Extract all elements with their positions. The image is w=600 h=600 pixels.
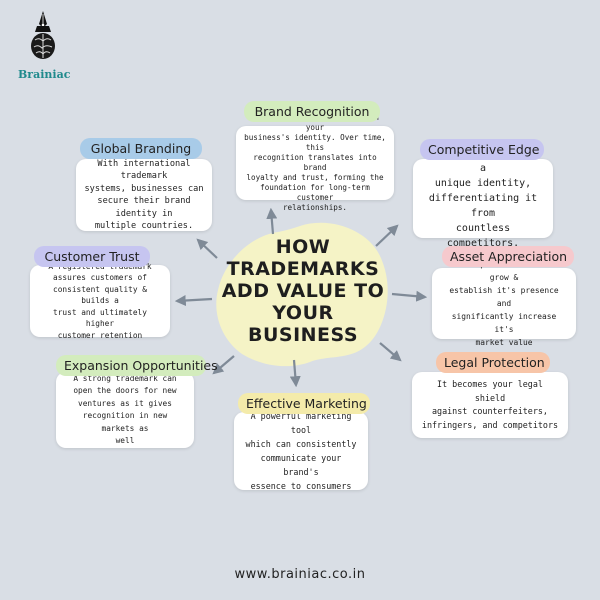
legal-protection-card: It becomes your legal shield against cou… <box>412 372 568 438</box>
title-line: HOW <box>275 236 331 258</box>
card-line: foundation for long-term customer <box>260 183 370 202</box>
card-line: essence to consumers <box>250 481 352 491</box>
title-line: YOUR <box>272 302 334 324</box>
card-line: market value <box>475 338 533 347</box>
legal-protection-label: Legal Protection <box>436 352 550 373</box>
card-line: open the doors for new <box>73 386 177 395</box>
card-line: countless competitors. <box>446 223 520 249</box>
card-line: relationships. <box>282 203 347 212</box>
brain-pen-nib-icon <box>31 11 55 59</box>
asset-appreciation-label: Asset Appreciation <box>442 246 574 267</box>
customer-trust-card: A registered trademark assures customers… <box>30 262 170 340</box>
brand-recognition-label: Brand Recognition <box>244 101 380 122</box>
card-line: significantly increase it's <box>451 312 557 334</box>
card-line: With international trademark <box>97 158 191 182</box>
card-line: multiple countries. <box>94 221 194 231</box>
card-line: communicate your brand's <box>260 453 342 477</box>
arrow-to-expansion-opportunities <box>212 355 235 375</box>
card-line: secure their brand identity in <box>97 196 191 219</box>
arrow-to-global-branding <box>196 238 218 259</box>
card-line: customer retention <box>57 330 143 340</box>
arrow-to-brand-recognition <box>266 207 278 235</box>
arrow-to-effective-marketing <box>289 359 301 388</box>
arrow-to-legal-protection <box>379 342 402 362</box>
card-line: systems, businesses can <box>84 183 204 194</box>
card-line: business's identity. Over time, this <box>244 133 386 152</box>
global-branding-label: Global Branding <box>80 138 202 159</box>
card-line: It becomes your legal shield <box>437 379 543 403</box>
card-line: assures customers of <box>53 273 147 283</box>
logo-name: Brainiac <box>18 68 71 81</box>
card-line: differentiating it from <box>428 193 538 219</box>
arrow-to-asset-appreciation <box>391 290 428 302</box>
footer-website[interactable]: www.brainiac.co.in <box>234 567 366 582</box>
effective-marketing-card: A powerful marketing tool which can cons… <box>234 411 368 491</box>
card-line: well <box>115 436 135 445</box>
card-line: recognition in new markets as <box>82 411 168 433</box>
title-line: BUSINESS <box>247 324 359 346</box>
card-line: which can consistently <box>245 439 357 449</box>
title-line: ADD VALUE TO <box>221 280 385 302</box>
asset-appreciation-card: It helps businesses to grow & establish … <box>432 260 576 347</box>
brainiac-logo: Brainiac <box>18 10 71 81</box>
center-title: HOW TRADEMARKS ADD VALUE TO YOUR BUSINES… <box>218 236 388 346</box>
card-line: unique identity, <box>434 178 532 189</box>
card-line: ventures as it gives <box>78 398 172 408</box>
card-line: consistent quality & builds a <box>53 284 147 306</box>
card-line: trust and ultimately higher <box>53 307 147 329</box>
card-line: loyalty and trust, forming the <box>246 173 384 182</box>
customer-trust-label: Customer Trust <box>34 246 150 267</box>
expansion-opportunities-label: Expansion Opportunities <box>56 355 218 376</box>
card-line: A powerful marketing tool <box>250 411 352 435</box>
expansion-opportunities-card: A strong trademark can open the doors fo… <box>56 372 194 448</box>
effective-marketing-label: Effective Marketing <box>238 393 370 414</box>
global-branding-card: With international trademark systems, bu… <box>76 159 212 231</box>
competitive-edge-card: It gives your brand a unique identity, d… <box>413 148 553 249</box>
card-line: A strong trademark can <box>73 373 177 383</box>
card-line: infringers, and competitors <box>421 419 559 430</box>
card-line: against counterfeiters, <box>432 406 548 416</box>
card-line: recognition translates into brand <box>253 153 377 172</box>
title-line: TRADEMARKS <box>226 258 380 280</box>
competitive-edge-label: Competitive Edge <box>420 139 544 160</box>
arrow-to-competitive-edge <box>375 224 399 247</box>
arrow-to-customer-trust <box>174 295 213 306</box>
brand-recognition-card: It becomes a synonymous with your busine… <box>236 113 394 212</box>
card-line: establish it's presence and <box>449 286 559 308</box>
